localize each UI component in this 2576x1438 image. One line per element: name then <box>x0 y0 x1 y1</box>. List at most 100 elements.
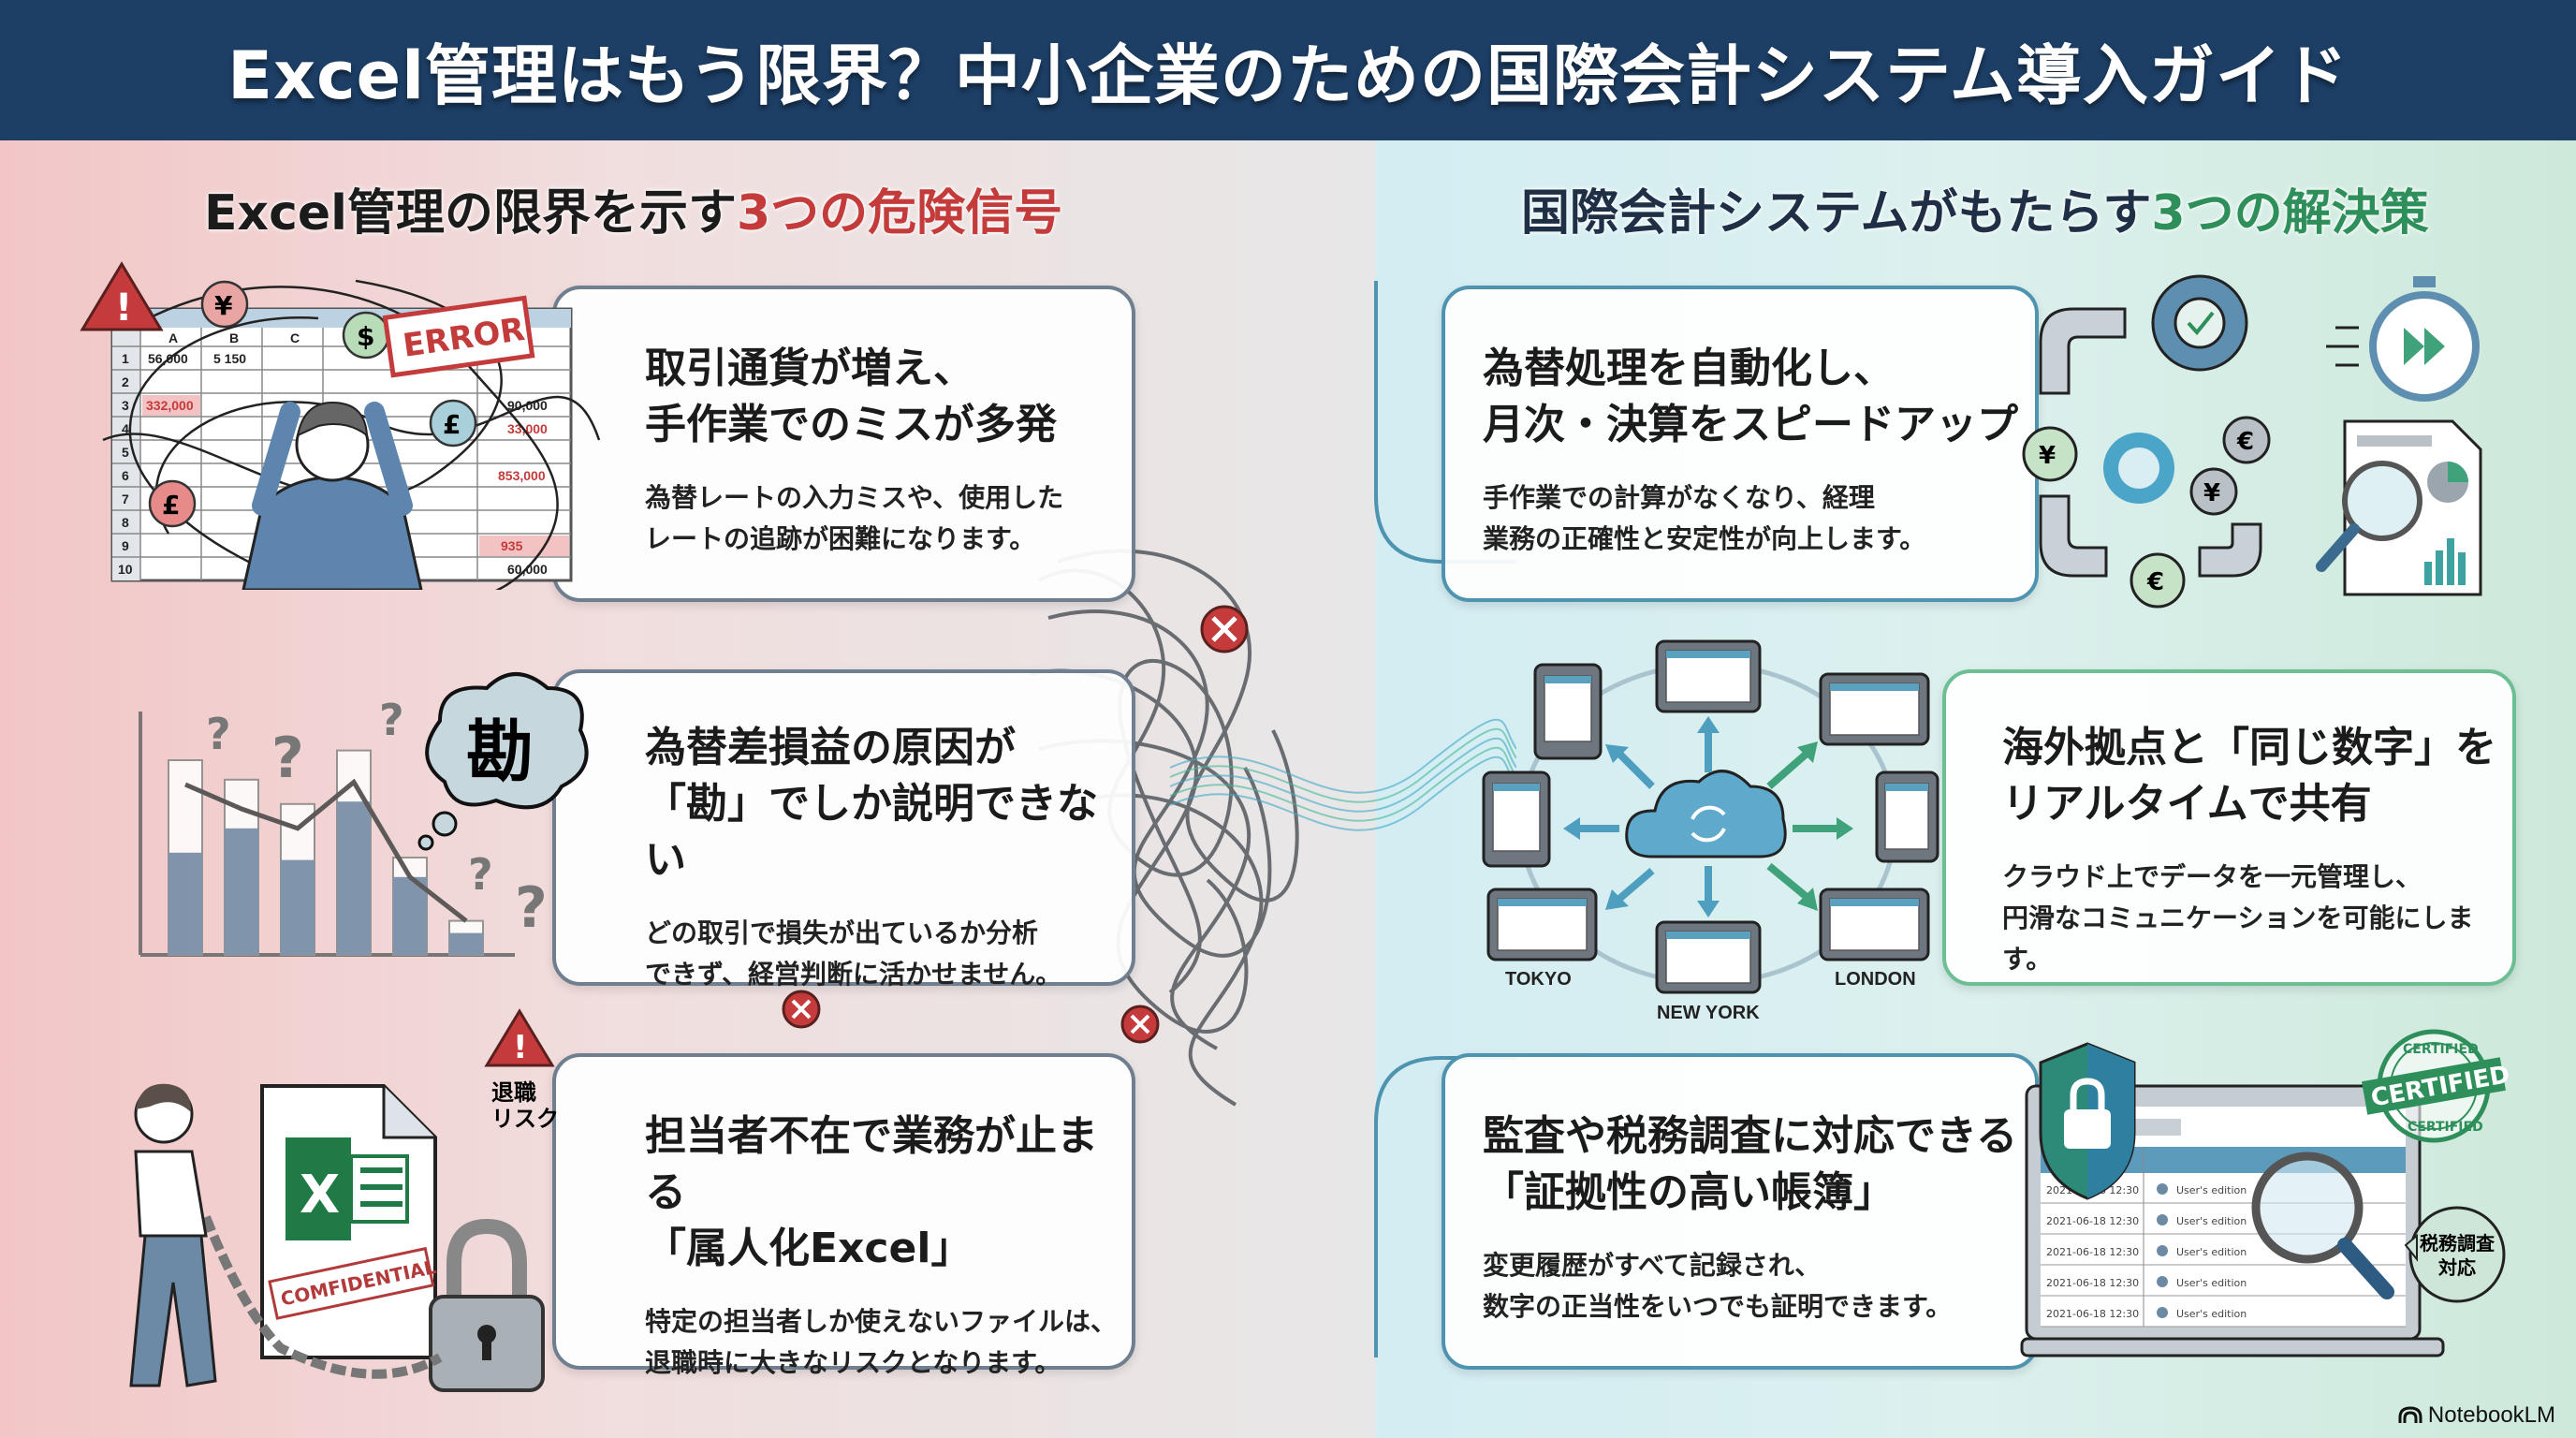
right-section-heading: 国際会計システムがもたらす3つの解決策 <box>1521 173 2429 243</box>
error-x-icon <box>782 990 821 1029</box>
city-label-new-york: NEW YORK <box>1657 1003 1760 1023</box>
cell-value: 853,000 <box>498 468 546 483</box>
magnifier-icon <box>2251 1152 2394 1299</box>
cell-value: 33,000 <box>507 421 548 436</box>
title-banner: Excel管理はもう限界？中小企業のための国際会計システム導入ガイド <box>0 0 2576 140</box>
svg-text:?: ? <box>515 875 548 941</box>
left-section-heading: Excel管理の限界を示す3つの危険信号 <box>204 173 1062 243</box>
danger-card-3: 担当者不在で業務が止まる 「属人化Excel」 特定の担当者しか使えないファイル… <box>552 1053 1135 1378</box>
yen-coin-icon: ¥ <box>2189 467 2238 516</box>
row-number: 8 <box>122 515 129 530</box>
danger-card-1: 取引通貨が増え、 手作業でのミスが多発 為替レートの入力ミスや、使用した レート… <box>552 286 1135 602</box>
stressed-person <box>242 401 423 590</box>
log-action: User's edition <box>2176 1184 2247 1196</box>
svg-text:!: ! <box>115 286 132 330</box>
left-heading-main: Excel管理の限界を示す <box>204 185 737 242</box>
user-icon <box>2157 1214 2168 1225</box>
svg-text:?: ? <box>379 695 404 745</box>
log-action: User's edition <box>2176 1277 2247 1289</box>
svg-text:?: ? <box>468 849 493 900</box>
center-connector-graphic <box>1030 281 1516 1357</box>
error-x-icon <box>1200 605 1249 653</box>
chart-line <box>184 778 468 923</box>
card-title: 海外拠点と「同じ数字」を リアルタイムで共有 <box>2002 724 2496 828</box>
svg-text:¥: ¥ <box>214 290 233 321</box>
row-number: 6 <box>122 468 129 483</box>
svg-text:€: € <box>2146 568 2164 596</box>
row-number: 2 <box>122 374 129 389</box>
col-header: B <box>229 330 239 345</box>
error-x-icon <box>1120 1005 1160 1044</box>
svg-text:?: ? <box>271 726 304 791</box>
log-date: 2021-06-18 12:30 <box>2046 1246 2139 1258</box>
svg-text:CERTIFIED: CERTIFIED <box>2403 1042 2479 1057</box>
city-label-london: LONDON <box>1835 969 1916 990</box>
row-number: 9 <box>122 538 129 553</box>
security-shield-icon <box>2039 1042 2136 1200</box>
card-title: 監査や税務調査に対応できる 「証拠性の高い帳簿」 <box>1483 1112 2018 1216</box>
chart-bar-fill <box>337 801 371 955</box>
card-description: どの取引で損失が出ているか分析 できず、経営判断に活かせません。 <box>645 917 1062 990</box>
row-number: 4 <box>122 421 129 436</box>
pound-coin-icon: £ <box>148 479 197 528</box>
left-heading-accent: 3つの危険信号 <box>736 185 1063 242</box>
report-magnifier-icon <box>2316 419 2482 596</box>
log-action: User's edition <box>2176 1215 2247 1227</box>
row-number: 1 <box>122 351 129 366</box>
intuition-kanji: 勘 <box>466 712 534 791</box>
chain <box>201 1215 443 1379</box>
svg-text:?: ? <box>206 709 231 759</box>
log-row: 2021-06-18 12:30 User's edition <box>2041 1276 2406 1297</box>
log-date: 2021-06-18 12:30 <box>2046 1215 2139 1227</box>
svg-text:CERTIFIED: CERTIFIED <box>2408 1120 2483 1135</box>
user-icon <box>2157 1245 2168 1256</box>
chart-bar-fill <box>449 932 483 955</box>
svg-text:!: ! <box>513 1029 528 1066</box>
row-number: 3 <box>122 398 129 413</box>
log-action: User's edition <box>2176 1308 2247 1320</box>
brand-logo: NotebookLM <box>2398 1402 2555 1429</box>
solution-card-2: 海外拠点と「同じ数字」を リアルタイムで共有 クラウド上でデータを一元管理し、 … <box>1942 669 2516 986</box>
padlock-icon <box>429 1218 545 1392</box>
dollar-coin-icon: $ <box>342 311 390 360</box>
chart-bar-fill <box>168 852 202 955</box>
city-label-tokyo: TOKYO <box>1505 969 1572 990</box>
warning-triangle-icon: ! <box>80 261 164 331</box>
pound-coin-icon: £ <box>429 399 477 448</box>
cell-value: 332,000 <box>146 398 194 413</box>
key-person-risk-illustration: X COMFIDENTIAL ! 退職リスク <box>129 1008 559 1392</box>
cell-value: 935 <box>501 538 523 553</box>
user-icon <box>2157 1276 2168 1287</box>
chart-bar-fill <box>281 859 315 955</box>
log-row: 2021-06-18 12:30 User's edition <box>2041 1214 2406 1235</box>
blurry-chart-illustration: ?? ?? ? 勘 <box>139 672 589 957</box>
svg-text:¥: ¥ <box>2039 442 2056 470</box>
page-title: Excel管理はもう限界？中小企業のための国際会計システム導入ガイド <box>227 37 2349 114</box>
brand-name: NotebookLM <box>2427 1402 2555 1428</box>
worried-worker <box>129 1083 217 1387</box>
log-date: 2021-06-18 12:30 <box>2046 1277 2139 1289</box>
danger-card-2: 為替差損益の原因が 「勘」でしか説明できない どの取引で損失が出ているか分析 で… <box>552 669 1135 990</box>
automation-illustration: ¥ € ¥ € <box>2022 274 2482 609</box>
gear-icon <box>2103 433 2174 504</box>
user-icon <box>2157 1183 2168 1195</box>
chart-bar-fill <box>225 828 258 955</box>
svg-text:¥: ¥ <box>2203 479 2220 507</box>
card-title: 担当者不在で業務が止まる 「属人化Excel」 <box>645 1112 1098 1272</box>
cloud-sync-diagram: TOKYO NEW YORK LONDON <box>1482 639 1939 1023</box>
row-number: 10 <box>118 562 133 577</box>
retirement-risk-label: 退職リスク <box>491 1079 559 1132</box>
question-mark-icons: ?? ?? ? <box>206 695 548 941</box>
gear-check-icon <box>2151 274 2248 372</box>
card-description: クラウド上でデータを一元管理し、 円滑なコミュニケーションを可能にします。 <box>2002 861 2474 975</box>
svg-text:$: $ <box>357 321 374 352</box>
error-stamp: ERROR <box>382 295 535 378</box>
tax-audit-bubble: 税務調査対応 <box>2404 1206 2506 1303</box>
cloud-sync-icon <box>1625 770 1787 858</box>
svg-text:£: £ <box>162 490 180 521</box>
tax-audit-label: 税務調査対応 <box>2420 1232 2495 1279</box>
yen-coin-icon: ¥ <box>200 280 249 329</box>
